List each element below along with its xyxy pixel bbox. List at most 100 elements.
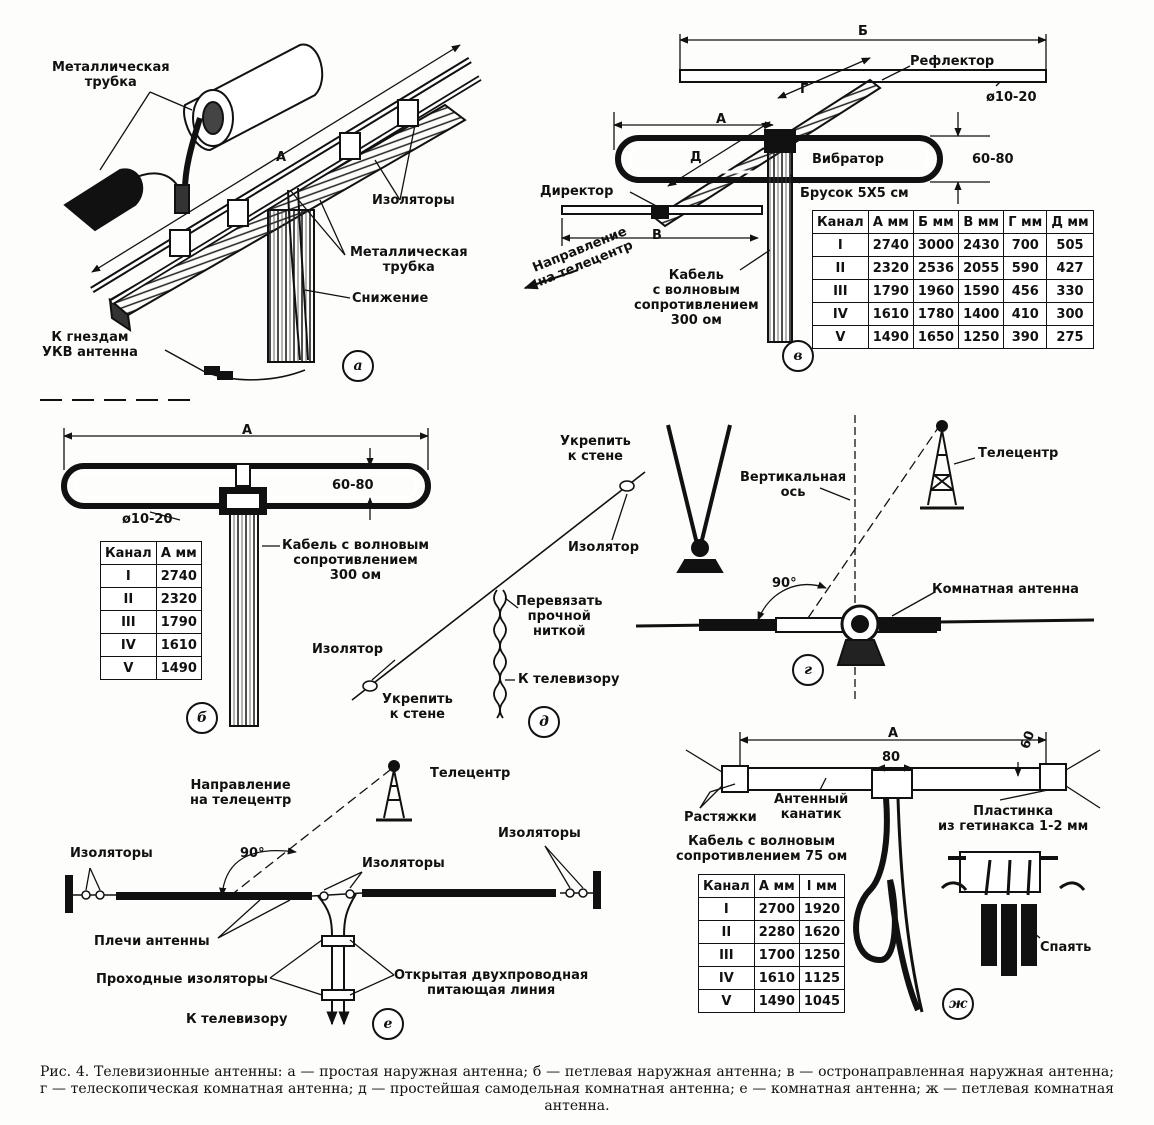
panel-g-art — [635, 415, 1095, 700]
table-cell: 2740 — [867, 233, 914, 257]
table-cell: 2055 — [958, 256, 1005, 280]
table-cell: 456 — [1003, 279, 1048, 303]
panel-e-art — [65, 760, 601, 1026]
label-insulators-mid: Изоляторы — [362, 856, 445, 871]
table-cell: 330 — [1046, 279, 1094, 303]
panel-zh-badge: ж — [942, 988, 974, 1020]
table-header-cell: Канал — [812, 210, 869, 234]
label-dim-g: Г — [800, 82, 809, 97]
label-dim-d: Д — [690, 150, 702, 165]
table-cell: 1790 — [155, 610, 202, 634]
table-cell: 1700 — [753, 943, 800, 967]
label-solder: Спаять — [1040, 940, 1092, 955]
table-cell: 1610 — [867, 302, 914, 326]
label-dim-b: Б — [858, 24, 868, 39]
label-telecenter: Телецентр — [430, 766, 511, 781]
table-cell: 1490 — [155, 656, 202, 680]
table-header-row: Канал А мм Б мм В мм Г мм Д мм — [812, 210, 1094, 234]
table-cell: 2320 — [867, 256, 914, 280]
table-header-cell: Канал — [698, 874, 755, 898]
label-insulator-bottom: Изолятор — [312, 642, 384, 657]
table-header-cell: А мм — [867, 210, 914, 234]
table-cell: I — [100, 564, 157, 588]
table-cell: III — [812, 279, 869, 303]
label-dim-a: А — [276, 150, 287, 165]
table-cell: IV — [698, 966, 755, 990]
label-reflector: Рефлектор — [910, 54, 995, 69]
label-to-tv: К телевизору — [518, 672, 620, 687]
label-dim-v: В — [652, 228, 662, 243]
table-header-cell: А мм — [155, 541, 202, 565]
label-angle: 90° — [240, 846, 265, 861]
panel-a-art — [63, 43, 482, 381]
table-cell: V — [100, 656, 157, 680]
table-cell: 1490 — [867, 325, 914, 349]
table-header-row: Канал А мм — [100, 541, 202, 565]
table-cell: 700 — [1003, 233, 1048, 257]
table-cell: II — [100, 587, 157, 611]
table-cell: III — [100, 610, 157, 634]
table-cell: 1610 — [753, 966, 800, 990]
panel-v-badge: в — [782, 340, 814, 372]
label-to-tv: К телевизору — [186, 1012, 288, 1027]
label-dim-80: 80 — [882, 750, 901, 765]
label-drop: Снижение — [352, 291, 429, 306]
label-gap: 60-80 — [332, 478, 374, 493]
table-cell: 1125 — [798, 966, 846, 990]
table-cell: 300 — [1046, 302, 1094, 326]
table-cell: 1650 — [912, 325, 960, 349]
panel-e-badge: е — [372, 1008, 404, 1040]
table-cell: 1620 — [798, 920, 846, 944]
label-insulators: Изоляторы — [372, 193, 455, 208]
panel-d-badge: д — [528, 706, 560, 738]
label-dim-a: А — [242, 423, 253, 438]
table-cell: 410 — [1003, 302, 1048, 326]
panel-b-badge: б — [186, 702, 218, 734]
table-cell: I — [812, 233, 869, 257]
label-director: Директор — [540, 184, 614, 199]
table-header-cell: Д мм — [1046, 210, 1094, 234]
label-insulators-left: Изоляторы — [70, 846, 153, 861]
table-cell: 2700 — [753, 897, 800, 921]
table-cell: 1400 — [958, 302, 1005, 326]
label-bar: Брусок 5Х5 см — [800, 186, 909, 201]
label-arms: Плечи антенны — [94, 934, 210, 949]
panel-zh-art — [685, 732, 1101, 1013]
label-indoor-antenna: Комнатная антенна — [932, 582, 1079, 597]
table-cell: IV — [100, 633, 157, 657]
panel-b-art — [61, 428, 431, 727]
table-cell: 1045 — [798, 989, 846, 1013]
label-gap: 60-80 — [972, 152, 1014, 167]
table-cell: 3000 — [912, 233, 960, 257]
figure-caption: Рис. 4. Телевизионные антенны: а — прост… — [40, 1064, 1114, 1114]
table-cell: 1960 — [912, 279, 960, 303]
label-dim-a: А — [888, 726, 899, 741]
label-insulator-top: Изолятор — [568, 540, 640, 555]
table-cell: 2536 — [912, 256, 960, 280]
label-vibrator: Вибратор — [812, 152, 884, 167]
table-cell: 390 — [1003, 325, 1048, 349]
table-cell: II — [812, 256, 869, 280]
table-header-cell: l мм — [798, 874, 846, 898]
table-cell: V — [812, 325, 869, 349]
table-cell: 1780 — [912, 302, 960, 326]
table-cell: 1790 — [867, 279, 914, 303]
